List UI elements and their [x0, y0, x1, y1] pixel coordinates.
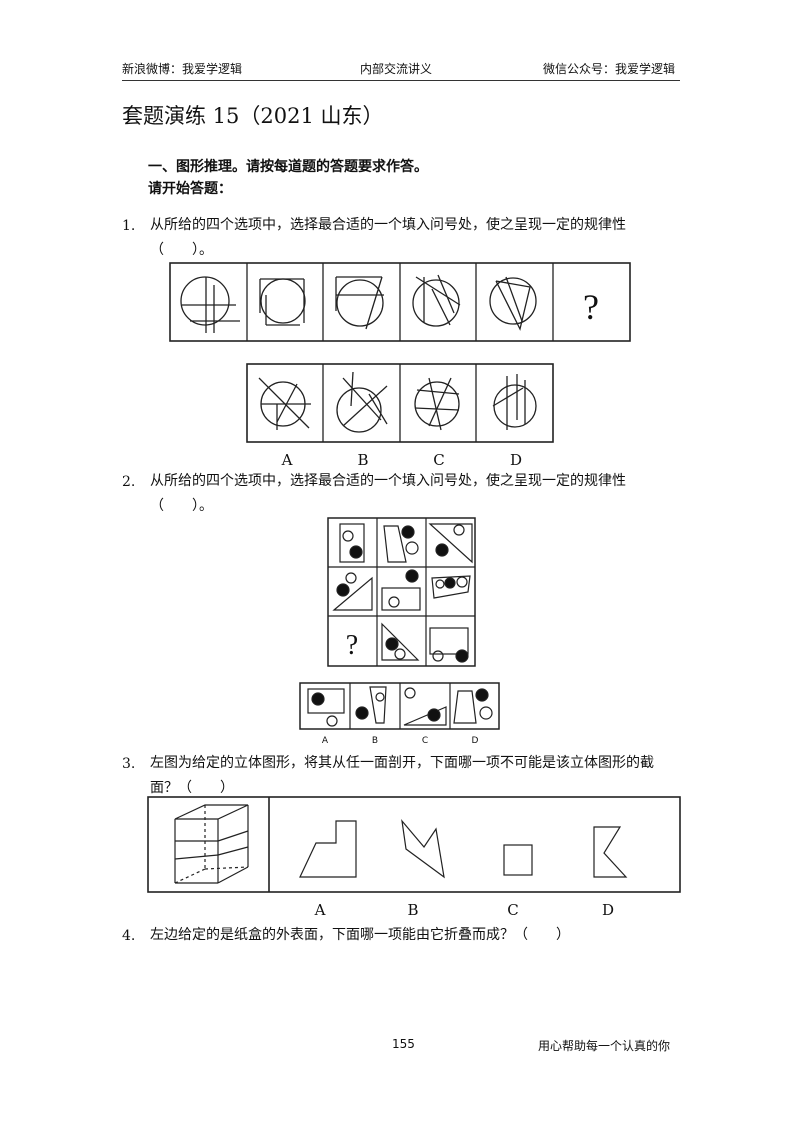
footer-slogan: 用心帮助每一个认真的你 [538, 1039, 671, 1053]
q1-option-d[interactable]: D [509, 451, 523, 469]
q2-option-d[interactable]: D [471, 736, 479, 746]
q4-number: 4. [122, 928, 136, 944]
q2-option-b[interactable]: B [371, 736, 379, 746]
q1-text: 从所给的四个选项中，选择最合适的一个填入问号处，使之呈现一定的规律性 （ ）。 [150, 213, 680, 263]
q2-option-figures [299, 682, 500, 730]
page-title: 套题演练 15（2021 山东） [122, 104, 384, 128]
q1-option-b[interactable]: B [357, 451, 369, 469]
q2-text: 从所给的四个选项中，选择最合适的一个填入问号处，使之呈现一定的规律性 （ ）。 [150, 469, 680, 519]
q1-question-mark: ? [583, 287, 599, 327]
q3-number: 3. [122, 756, 136, 772]
section-heading: 一、图形推理。请按每道题的答题要求作答。 [148, 159, 428, 175]
header-center: 内部交流讲义 [360, 62, 433, 76]
q1-option-a[interactable]: A [281, 451, 293, 469]
q3-option-c[interactable]: C [507, 901, 519, 919]
q2-number: 2. [122, 474, 136, 490]
q1-option-figures [246, 363, 554, 443]
q1-line2: （ ）。 [150, 242, 213, 258]
header-left: 新浪微博：我爱学逻辑 [122, 62, 243, 76]
q3-option-b[interactable]: B [407, 901, 419, 919]
q2-question-grid: ? [327, 517, 476, 667]
q3-option-d[interactable]: D [601, 901, 615, 919]
section-instruction: 请开始答题： [148, 181, 232, 197]
q2-option-c[interactable]: C [421, 736, 429, 746]
q1-number: 1. [122, 218, 136, 234]
q4-text: 左边给定的是纸盒的外表面，下面哪一项能由它折叠而成？（ ） [150, 923, 680, 948]
q2-line1: 从所给的四个选项中，选择最合适的一个填入问号处，使之呈现一定的规律性 [150, 473, 626, 489]
q1-question-figures: ? [169, 262, 631, 342]
header-right: 微信公众号：我爱学逻辑 [543, 62, 676, 76]
header-divider [122, 80, 680, 81]
q2-line2: （ ）。 [150, 498, 213, 514]
q2-option-a[interactable]: A [321, 736, 329, 746]
q3-figures [147, 796, 681, 893]
q3-line2: 面？（ ） [150, 780, 234, 796]
q3-text: 左图为给定的立体图形，将其从任一面剖开，下面哪一项不可能是该立体图形的截 面？（… [150, 751, 680, 801]
q4-line1: 左边给定的是纸盒的外表面，下面哪一项能由它折叠而成？（ ） [150, 927, 570, 943]
q3-option-a[interactable]: A [314, 901, 326, 919]
q1-line1: 从所给的四个选项中，选择最合适的一个填入问号处，使之呈现一定的规律性 [150, 217, 626, 233]
q2-question-mark: ? [346, 630, 358, 661]
page-number: 155 [392, 1037, 415, 1051]
q3-line1: 左图为给定的立体图形，将其从任一面剖开，下面哪一项不可能是该立体图形的截 [150, 755, 654, 771]
q1-option-c[interactable]: C [433, 451, 445, 469]
